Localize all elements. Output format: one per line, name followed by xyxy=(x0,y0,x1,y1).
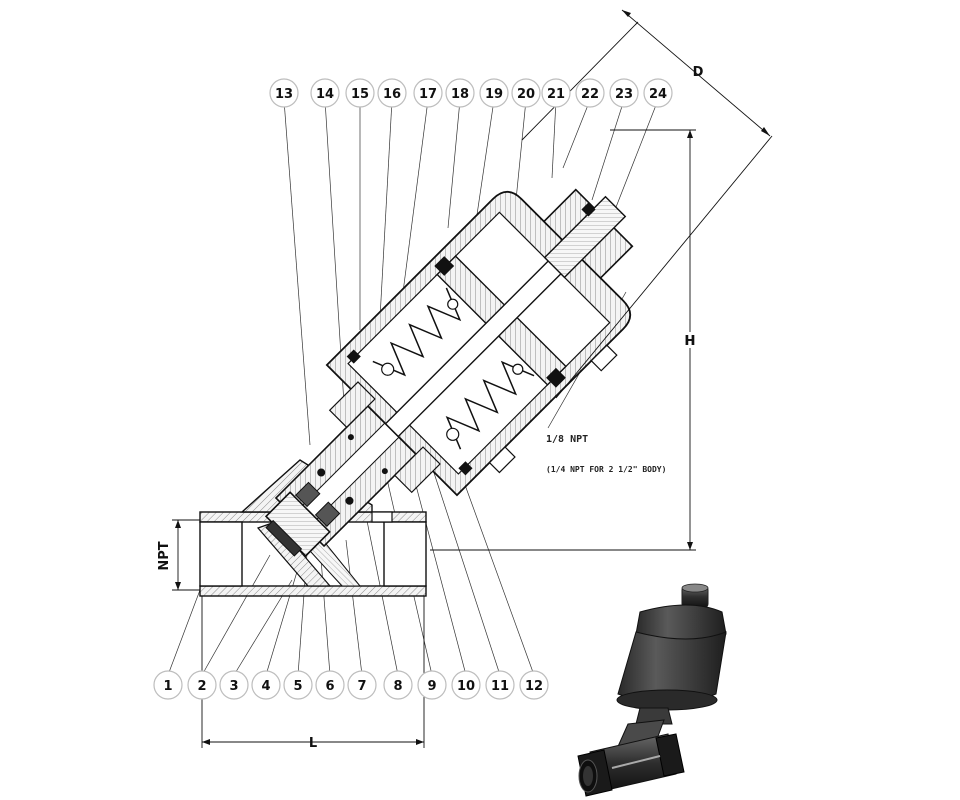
valve-product-illustration xyxy=(577,583,727,797)
callout-23: 23 xyxy=(609,78,639,108)
svg-text:19: 19 xyxy=(485,87,503,102)
svg-text:21: 21 xyxy=(547,87,565,102)
dimension-labels: NPT L H H D 1/8 NPT (1/4 NPT FOR 2 1/2" … xyxy=(157,65,704,751)
callout-9: 9 xyxy=(417,670,447,700)
callout-24: 24 xyxy=(643,78,673,108)
svg-text:6: 6 xyxy=(325,679,334,694)
svg-text:15: 15 xyxy=(351,87,369,102)
callouts-bottom: 1 2 3 4 5 6 7 8 9 10 11 12 xyxy=(153,670,549,700)
svg-text:14: 14 xyxy=(316,87,334,102)
svg-text:22: 22 xyxy=(581,87,599,102)
callout-17: 17 xyxy=(413,78,443,108)
callout-2: 2 xyxy=(187,670,217,700)
svg-text:24: 24 xyxy=(649,87,667,102)
callout-14: 14 xyxy=(310,78,340,108)
callout-22: 22 xyxy=(575,78,605,108)
callout-7: 7 xyxy=(347,670,377,700)
callout-3: 3 xyxy=(219,670,249,700)
callout-20: 20 xyxy=(511,78,541,108)
svg-text:11: 11 xyxy=(491,679,509,694)
svg-text:8: 8 xyxy=(393,679,402,694)
port-note: 1/8 NPT xyxy=(546,434,588,445)
callouts-top: 13 14 15 16 17 18 19 20 21 22 23 24 xyxy=(269,78,673,108)
svg-text:5: 5 xyxy=(293,679,302,694)
callout-1: 1 xyxy=(153,670,183,700)
dim-npt-label: NPT xyxy=(157,541,172,570)
callout-21: 21 xyxy=(541,78,571,108)
svg-text:17: 17 xyxy=(419,87,437,102)
port-note-alt: (1/4 NPT FOR 2 1/2" BODY) xyxy=(546,465,666,474)
svg-text:1: 1 xyxy=(163,679,172,694)
actuator-assembly xyxy=(264,188,634,558)
callout-15: 15 xyxy=(345,78,375,108)
svg-text:3: 3 xyxy=(229,679,238,694)
svg-text:2: 2 xyxy=(197,679,206,694)
svg-text:13: 13 xyxy=(275,87,293,102)
svg-text:10: 10 xyxy=(457,679,475,694)
dim-h-label: H xyxy=(685,334,696,349)
svg-text:4: 4 xyxy=(261,679,270,694)
dim-l-label: L xyxy=(309,736,317,751)
svg-text:18: 18 xyxy=(451,87,469,102)
callout-6: 6 xyxy=(315,670,345,700)
callout-4: 4 xyxy=(251,670,281,700)
dim-d-label: D xyxy=(693,65,704,80)
callout-10: 10 xyxy=(451,670,481,700)
svg-text:20: 20 xyxy=(517,87,535,102)
callout-11: 11 xyxy=(485,670,515,700)
svg-text:23: 23 xyxy=(615,87,633,102)
svg-text:12: 12 xyxy=(525,679,543,694)
dim-h-label-front: H xyxy=(685,334,696,349)
svg-text:9: 9 xyxy=(427,679,436,694)
dimension-lines xyxy=(172,9,773,748)
callout-5: 5 xyxy=(283,670,313,700)
callout-16: 16 xyxy=(377,78,407,108)
callout-18: 18 xyxy=(445,78,475,108)
callout-19: 19 xyxy=(479,78,509,108)
callout-8: 8 xyxy=(383,670,413,700)
svg-text:7: 7 xyxy=(357,679,366,694)
svg-text:16: 16 xyxy=(383,87,401,102)
callout-13: 13 xyxy=(269,78,299,108)
callout-12: 12 xyxy=(519,670,549,700)
